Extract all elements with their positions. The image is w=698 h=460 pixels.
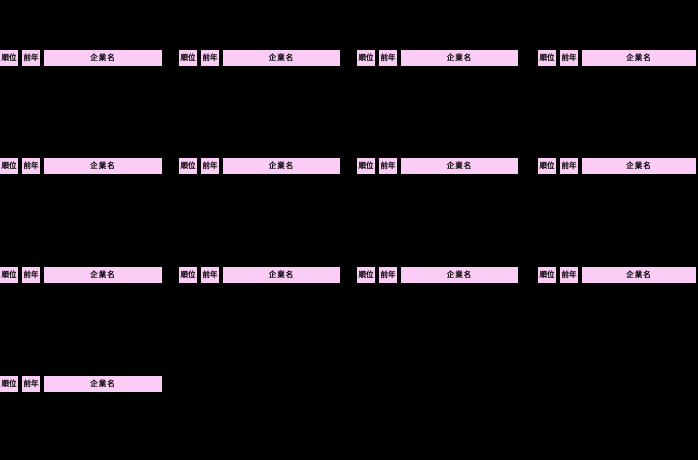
ranking-table-header: 順位 前年 企業名: [357, 267, 518, 283]
company-name-header-cell: 企業名: [582, 158, 696, 174]
ranking-table-header: 順位 前年 企業名: [357, 50, 518, 66]
rank-header-cell: 順位: [357, 158, 375, 174]
company-name-header-cell: 企業名: [223, 158, 340, 174]
prev-year-header-cell: 前年: [201, 158, 219, 174]
ranking-table-header: 順位 前年 企業名: [538, 267, 696, 283]
company-name-header-cell: 企業名: [44, 50, 162, 66]
prev-year-header-cell: 前年: [560, 50, 578, 66]
rank-header-cell: 順位: [538, 158, 556, 174]
prev-year-header-cell: 前年: [22, 50, 40, 66]
prev-year-header-cell: 前年: [560, 158, 578, 174]
rank-header-cell: 順位: [538, 50, 556, 66]
rank-header-cell: 順位: [179, 267, 197, 283]
ranking-table-header: 順位 前年 企業名: [0, 158, 162, 174]
prev-year-header-cell: 前年: [560, 267, 578, 283]
rank-header-cell: 順位: [0, 158, 18, 174]
prev-year-header-cell: 前年: [379, 158, 397, 174]
rank-header-cell: 順位: [0, 267, 18, 283]
prev-year-header-cell: 前年: [201, 267, 219, 283]
company-name-header-cell: 企業名: [44, 376, 162, 392]
prev-year-header-cell: 前年: [22, 376, 40, 392]
ranking-table-header: 順位 前年 企業名: [179, 50, 340, 66]
company-name-header-cell: 企業名: [401, 267, 518, 283]
ranking-table-header: 順位 前年 企業名: [0, 267, 162, 283]
ranking-table-header: 順位 前年 企業名: [0, 50, 162, 66]
prev-year-header-cell: 前年: [201, 50, 219, 66]
company-name-header-cell: 企業名: [223, 267, 340, 283]
company-name-header-cell: 企業名: [44, 267, 162, 283]
rank-header-cell: 順位: [357, 50, 375, 66]
prev-year-header-cell: 前年: [22, 158, 40, 174]
prev-year-header-cell: 前年: [379, 50, 397, 66]
ranking-table-header: 順位 前年 企業名: [538, 158, 696, 174]
company-name-header-cell: 企業名: [401, 50, 518, 66]
rank-header-cell: 順位: [179, 158, 197, 174]
ranking-table-header: 順位 前年 企業名: [0, 376, 162, 392]
rank-header-cell: 順位: [0, 376, 18, 392]
rank-header-cell: 順位: [357, 267, 375, 283]
company-name-header-cell: 企業名: [44, 158, 162, 174]
company-name-header-cell: 企業名: [223, 50, 340, 66]
company-name-header-cell: 企業名: [582, 50, 696, 66]
rank-header-cell: 順位: [538, 267, 556, 283]
rank-header-cell: 順位: [179, 50, 197, 66]
ranking-table-header: 順位 前年 企業名: [179, 267, 340, 283]
ranking-table-header: 順位 前年 企業名: [357, 158, 518, 174]
prev-year-header-cell: 前年: [379, 267, 397, 283]
company-name-header-cell: 企業名: [582, 267, 696, 283]
ranking-table-header: 順位 前年 企業名: [179, 158, 340, 174]
prev-year-header-cell: 前年: [22, 267, 40, 283]
company-name-header-cell: 企業名: [401, 158, 518, 174]
ranking-table-header: 順位 前年 企業名: [538, 50, 696, 66]
rank-header-cell: 順位: [0, 50, 18, 66]
